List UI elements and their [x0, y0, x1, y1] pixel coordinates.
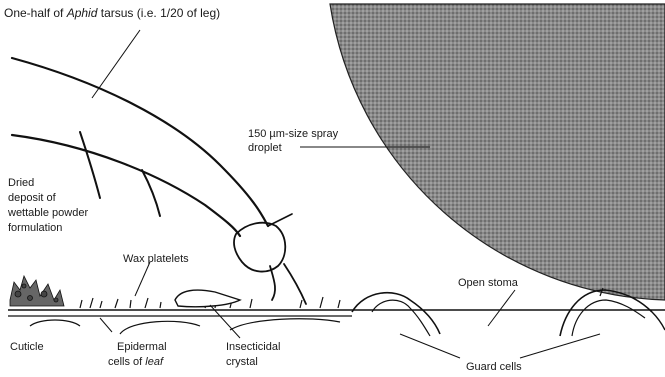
wax-label: Wax platelets	[123, 253, 189, 265]
spray-droplet	[330, 4, 665, 300]
leaf-surface	[8, 290, 665, 336]
aphid-tarsus	[12, 58, 306, 304]
guard-cells-label: Guard cells	[466, 361, 522, 373]
cuticle-label: Cuticle	[10, 341, 44, 353]
deposit-label: Dried deposit of wettable powder formula…	[7, 177, 91, 234]
crystal-label: Insecticidal crystal	[226, 341, 283, 368]
wax-platelets	[80, 288, 603, 308]
dried-deposit	[10, 276, 64, 306]
title-label: One-half of Aphid tarsus (i.e. 1/20 of l…	[4, 6, 220, 20]
droplet-label: 150 µm-size spray droplet	[248, 128, 341, 154]
stoma-label: Open stoma	[458, 277, 519, 289]
epidermal-label: Epidermal cells of leaf	[108, 341, 170, 368]
insecticidal-crystal	[175, 290, 240, 307]
